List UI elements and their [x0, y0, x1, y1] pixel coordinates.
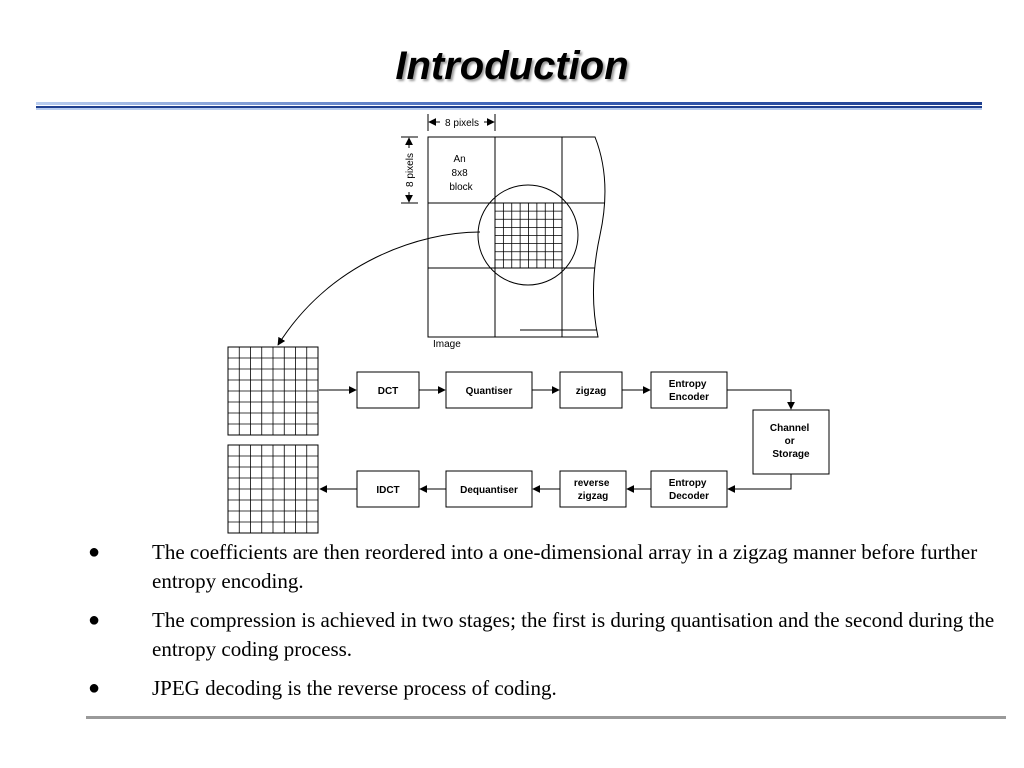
bullet-symbol: ●: [88, 609, 101, 631]
magnifier-circle: [477, 184, 579, 286]
jpeg-pipeline-diagram: Image 8 pixels 8 pixels An 8x8 block DCT…: [227, 114, 830, 534]
bullet-list: ● The coefficients are then reordered in…: [86, 538, 1016, 713]
horizontal-dimension: 8 pixels: [427, 114, 496, 131]
bullet-item: ● The coefficients are then reordered in…: [86, 538, 1016, 596]
svg-text:reverse zigzag: reverse zigzag: [574, 478, 612, 502]
bullet-symbol: ●: [88, 677, 101, 699]
box-entropy-decoder: Entropy Decoder: [650, 470, 728, 508]
bottom-divider: [86, 716, 1006, 719]
svg-text:zigzag: zigzag: [576, 386, 607, 397]
box-channel-storage: Channel or Storage: [752, 409, 830, 475]
slide-title: Introduction: [395, 44, 629, 88]
bullet-item: ● The compression is achieved in two sta…: [86, 606, 1016, 664]
svg-text:Channel or Storage: Channel or Storage: [770, 423, 812, 460]
encoder-arrows: [319, 386, 795, 410]
box-quantiser: Quantiser: [445, 371, 533, 409]
zoomed-block-grid: [494, 202, 563, 269]
vertical-dimension: 8 pixels: [401, 136, 418, 204]
box-idct: IDCT: [356, 470, 420, 508]
svg-text:Entropy Decoder: Entropy Decoder: [669, 478, 710, 502]
vertical-dimension-label: 8 pixels: [405, 153, 416, 187]
svg-text:IDCT: IDCT: [376, 485, 399, 496]
bullet-symbol: ●: [88, 541, 101, 563]
bullet-text: The compression is achieved in two stage…: [152, 608, 995, 661]
zoom-arrow: [277, 231, 481, 346]
box-dequantiser: Dequantiser: [445, 470, 533, 508]
output-block-grid: [227, 444, 319, 534]
svg-text:Quantiser: Quantiser: [466, 386, 513, 397]
image-label: Image: [433, 339, 461, 350]
box-reverse-zigzag: reverse zigzag: [559, 470, 627, 508]
svg-text:Dequantiser: Dequantiser: [460, 485, 518, 496]
bullet-item: ● JPEG decoding is the reverse process o…: [86, 674, 1016, 703]
bullet-text: JPEG decoding is the reverse process of …: [152, 676, 557, 700]
input-block-grid: [227, 346, 319, 436]
horizontal-dimension-label: 8 pixels: [445, 118, 479, 129]
box-dct: DCT: [356, 371, 420, 409]
title-underline: [36, 102, 982, 110]
svg-text:Entropy Encoder: Entropy Encoder: [669, 379, 710, 403]
box-zigzag: zigzag: [559, 371, 623, 409]
decoder-arrows: [319, 474, 792, 493]
box-entropy-encoder: Entropy Encoder: [650, 371, 728, 409]
svg-text:DCT: DCT: [378, 386, 399, 397]
block-label: An 8x8 block: [449, 154, 473, 193]
bullet-text: The coefficients are then reordered into…: [152, 540, 978, 593]
